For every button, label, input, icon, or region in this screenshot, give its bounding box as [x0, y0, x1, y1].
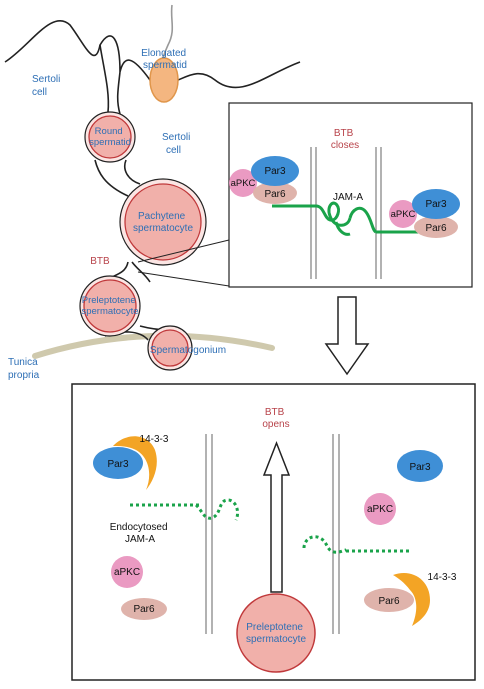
endocytosed-jam-a-right: [302, 535, 412, 554]
sertoli-cell-edge-mid-right: [124, 159, 141, 185]
label-par3-top-right: Par3: [425, 199, 447, 210]
par6-top-right: [414, 216, 458, 238]
label-par6-bottom-left: Par6: [133, 604, 155, 615]
fourteen33-left: [113, 436, 157, 490]
label-par6-top-left: Par6: [264, 189, 286, 200]
label-apkc-top-right: aPKC: [391, 209, 416, 220]
par6-top-left: [253, 182, 297, 204]
label-par3-bottom-right: Par3: [409, 462, 431, 473]
label-pachytene-spermatocyte: Pachytene spermatocyte: [133, 211, 193, 234]
label-par3-bottom-left: Par3: [107, 459, 129, 470]
label-btb-opens: BTB opens: [262, 407, 289, 430]
callout-line-upper: [137, 239, 230, 263]
label-14-3-3-right: 14-3-3: [428, 572, 457, 583]
label-preleptotene-spermatocyte-bottom: Preleptotene spermatocyte: [246, 622, 306, 645]
label-sertoli-cell-left: Sertoli cell: [32, 74, 63, 98]
par3-bottom-left: [93, 447, 143, 479]
spermatogonium-nucleus: [151, 329, 189, 367]
sertoli-cell-cytoplasm-left: [99, 44, 110, 113]
label-par6-top-right: Par6: [425, 223, 447, 234]
btb-opens-arrow: [262, 440, 291, 593]
apkc-top-left: [229, 169, 257, 197]
label-btb-closes: BTB closes: [331, 128, 359, 151]
par6-bottom-right: [364, 588, 414, 612]
label-par3-top-left: Par3: [264, 166, 286, 177]
par3-bottom-right: [397, 450, 443, 482]
membrane-left-top: [310, 147, 317, 279]
label-tunica-propria: Tunica propria: [8, 357, 40, 381]
par3-top-left: [251, 156, 299, 186]
membrane-right-bottom: [332, 434, 340, 634]
preleptotene-spermatocyte-nucleus: [83, 279, 137, 333]
label-btb-top: BTB: [90, 256, 110, 267]
membrane-right-top: [375, 147, 382, 279]
pachytene-spermatocyte-nucleus: [124, 183, 202, 261]
label-preleptotene-spermatocyte: Preleptotene spermatocyte: [81, 295, 138, 317]
round-spermatid-nucleus: [88, 115, 132, 159]
preleptotene-spermatocyte-bottom: [236, 593, 316, 673]
label-apkc-bottom-right: aPKC: [367, 504, 393, 515]
elongated-spermatid-cell: [149, 57, 179, 103]
fourteen33-right: [393, 572, 430, 626]
transition-arrow-down: [324, 296, 370, 376]
sertoli-cell-edge-mid-left: [94, 159, 129, 197]
sertoli-cell-edge-lower-right: [131, 261, 151, 283]
apkc-bottom-left: [111, 556, 143, 588]
label-elongated-spermatid: Elongated spermatid: [141, 48, 189, 71]
par6-bottom-left: [121, 598, 167, 620]
label-14-3-3-left: 14-3-3: [140, 434, 169, 445]
apkc-top-right: [389, 200, 417, 228]
par3-top-right: [412, 189, 460, 219]
label-endocytosed-jam-a: Endocytosed JAM-A: [110, 522, 171, 545]
membrane-left-bottom: [205, 434, 213, 634]
label-sertoli-cell-right: Sertoli cell: [162, 132, 193, 156]
label-apkc-bottom-left: aPKC: [114, 567, 140, 578]
apkc-bottom-right: [364, 493, 396, 525]
label-spermatogonium: Spermatogonium: [150, 345, 226, 356]
label-jam-a: JAM-A: [333, 192, 363, 203]
callout-line-lower: [137, 271, 230, 287]
label-par6-bottom-right: Par6: [378, 596, 400, 607]
label-round-spermatid: Round spermatid: [89, 126, 131, 148]
sertoli-cell-outline: [4, 19, 301, 89]
label-apkc-top-left: aPKC: [231, 178, 256, 189]
jam-a-junction: [272, 201, 420, 236]
sertoli-cell-cytoplasm-right: [116, 71, 121, 115]
